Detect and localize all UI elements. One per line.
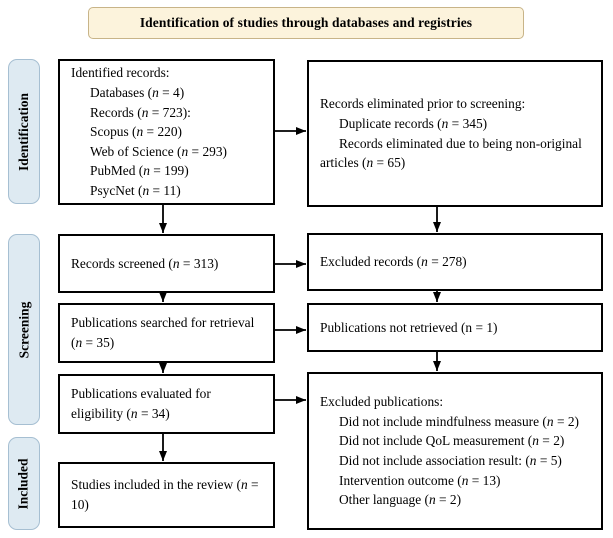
box-excluded-publications: Excluded publications: Did not include mi… xyxy=(307,372,603,530)
box-line: Excluded records (n = 278) xyxy=(320,254,467,270)
diagram-title-banner: Identification of studies through databa… xyxy=(88,7,524,39)
box-line: Identified records: xyxy=(71,65,170,81)
box-line: Did not include association result: (n =… xyxy=(339,453,562,468)
box-line: Records screened (n = 313) xyxy=(71,255,219,271)
box-records-eliminated: Records eliminated prior to screening: Du… xyxy=(307,60,603,207)
box-line: Other language (n = 2) xyxy=(339,492,462,508)
box-line: PubMed (n = 199) xyxy=(90,163,189,179)
box-line: Web of Science (n = 293) xyxy=(90,143,227,159)
box-line: Did not include QoL measurement (n = 2) xyxy=(339,433,565,449)
box-line: Did not include mindfulness measure (n =… xyxy=(339,413,579,429)
box-line: Scopus (n = 220) xyxy=(90,124,182,140)
box-line: Studies included in the review (n = 10) xyxy=(71,477,259,512)
box-publications-searched: Publications searched for retrieval (n =… xyxy=(58,303,275,363)
box-line: Records eliminated prior to screening: xyxy=(320,96,526,112)
stage-label-included: Included xyxy=(8,437,40,530)
diagram-title: Identification of studies through databa… xyxy=(139,15,473,30)
box-line: Publications not retrieved (n = 1) xyxy=(320,319,498,335)
box-line: Records (n = 723): xyxy=(90,104,191,120)
box-records-screened: Records screened (n = 313) xyxy=(58,234,275,293)
stage-label-screening-text: Screening xyxy=(16,301,31,358)
box-publications-not-retrieved: Publications not retrieved (n = 1) xyxy=(307,303,603,352)
box-identified-records: Identified records: Databases (n = 4) Reco… xyxy=(58,59,275,205)
box-line: Publications searched for retrieval (n =… xyxy=(71,315,255,350)
stage-label-identification-text: Identification xyxy=(16,92,32,171)
box-line: Duplicate records (n = 345) xyxy=(339,115,488,131)
box-line: PsycNet (n = 11) xyxy=(90,182,181,198)
box-line: Publications evaluated for eligibility (… xyxy=(71,386,211,421)
stage-label-included-text: Included xyxy=(16,457,31,510)
stage-label-screening: Screening xyxy=(8,234,40,425)
stage-label-identification: Identification xyxy=(8,59,40,204)
box-excluded-records: Excluded records (n = 278) xyxy=(307,233,603,291)
box-line: Databases (n = 4) xyxy=(90,85,185,101)
box-publications-evaluated: Publications evaluated for eligibility (… xyxy=(58,374,275,434)
box-studies-included: Studies included in the review (n = 10) xyxy=(58,462,275,528)
box-line: Excluded publications: xyxy=(320,394,444,410)
box-line: Intervention outcome (n = 13) xyxy=(339,472,501,488)
box-line: Records eliminated due to being non-orig… xyxy=(320,135,582,171)
